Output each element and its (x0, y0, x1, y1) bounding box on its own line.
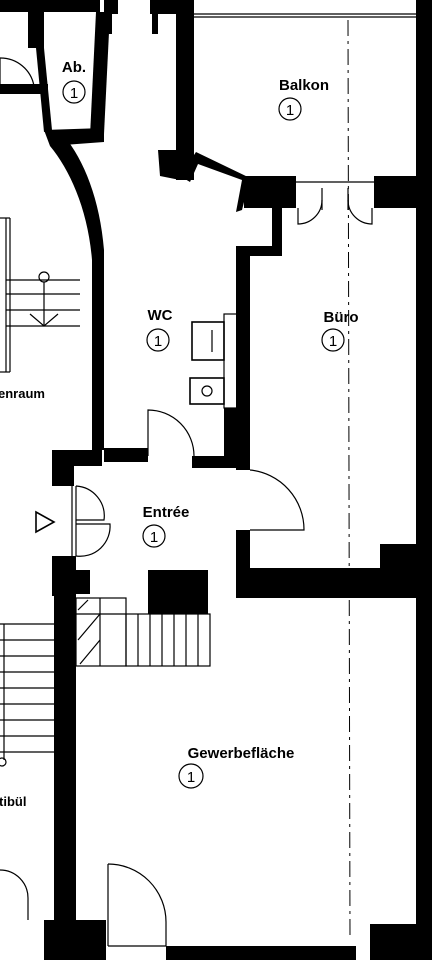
curved-wall (50, 136, 104, 450)
room-wc: WC 1 (146, 307, 173, 352)
room-gewerbe: Gewerbefläche 1 (178, 745, 295, 789)
gewerbe-door-arc (107, 863, 167, 947)
room-buero: Büro 1 (321, 309, 359, 352)
ab-door-arc (0, 57, 35, 87)
room-gewerbe-name: Gewerbefläche (188, 745, 295, 762)
left-room-label-a: enraum (0, 386, 45, 401)
room-entree-name: Entrée (143, 504, 190, 521)
toilet (191, 321, 225, 361)
room-entree: Entrée 1 (142, 504, 190, 548)
room-wc-number: 1 (154, 333, 162, 350)
room-abstell: Ab. 1 (62, 59, 86, 104)
room-balkon: Balkon 1 (278, 77, 329, 121)
room-wc-name: WC (148, 307, 173, 324)
room-balkon-name: Balkon (279, 77, 329, 94)
wc-door-arc (147, 409, 195, 457)
left-room-label-b: tibül (0, 794, 26, 809)
room-abstell-number: 1 (70, 85, 78, 102)
left-stair-lower (0, 623, 54, 920)
sink (189, 377, 225, 405)
gewerbe-walls (44, 596, 416, 960)
room-abstell-name: Ab. (62, 59, 86, 76)
room-balkon-number: 1 (286, 102, 294, 119)
buero-balcony-doors (296, 181, 374, 225)
shaft-walls (104, 0, 194, 180)
room-buero-name: Büro (324, 309, 359, 326)
room-buero-number: 1 (329, 333, 337, 350)
buero-door-arc (249, 469, 305, 531)
entree-entrance-door (35, 485, 111, 557)
left-stair-upper (0, 217, 80, 373)
axis-line (347, 19, 351, 941)
inner-stair (75, 597, 211, 667)
entree-walls (52, 448, 416, 614)
balcony-wall (180, 152, 416, 256)
top-left-walls (0, 0, 110, 146)
room-gewerbe-number: 1 (187, 769, 195, 786)
wc-fixtures (189, 313, 239, 409)
room-entree-number: 1 (150, 529, 158, 546)
